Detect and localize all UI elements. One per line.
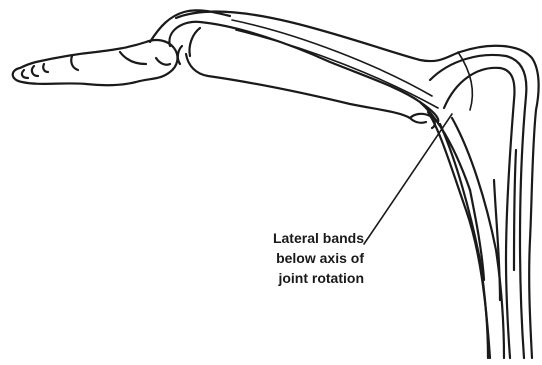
callout-line-1: Lateral bands xyxy=(214,228,364,248)
distal-phalanx xyxy=(13,40,178,85)
lateral-bands xyxy=(232,20,472,110)
proximal-region xyxy=(150,10,539,358)
middle-phalanx xyxy=(169,22,438,128)
callout-line-3: joint rotation xyxy=(214,268,364,288)
callout-label: Lateral bands below axis of joint rotati… xyxy=(214,228,364,288)
callout-line-2: below axis of xyxy=(214,248,364,268)
leader-line xyxy=(364,114,452,244)
